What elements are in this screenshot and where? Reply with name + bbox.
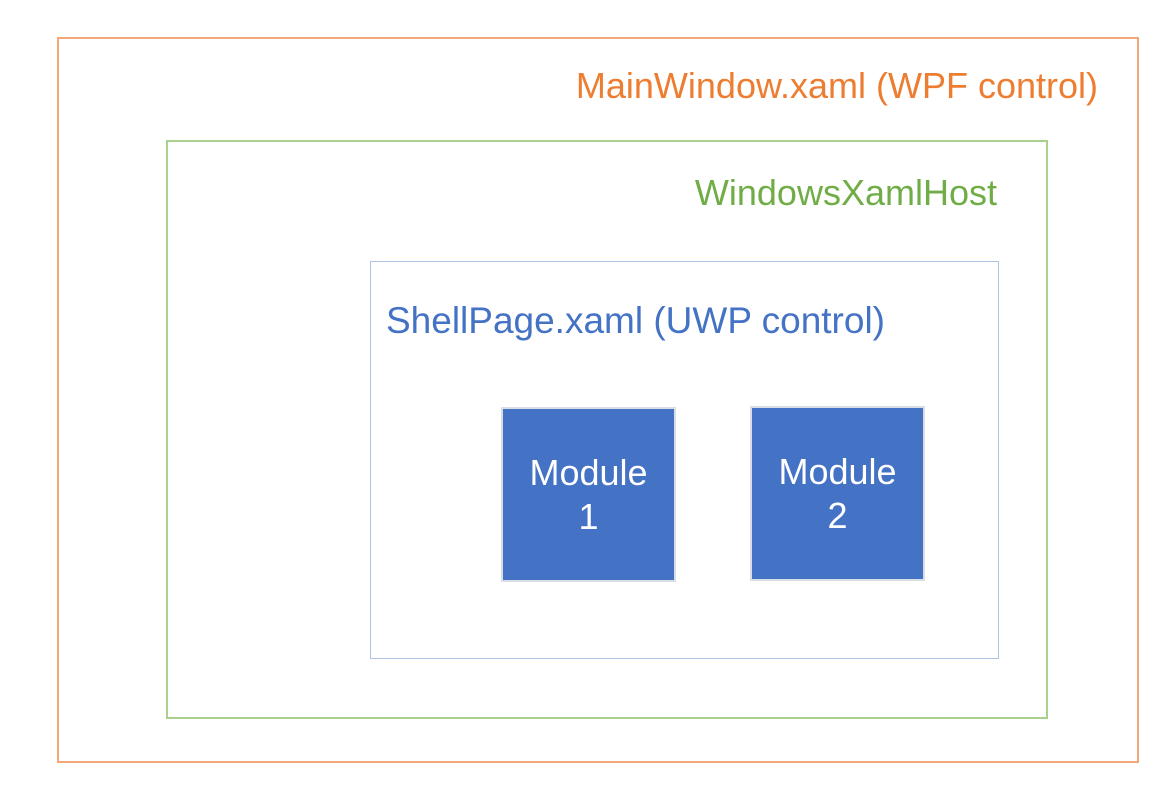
windowsxamlhost-box: WindowsXamlHost ShellPage.xaml (UWP cont…: [166, 140, 1048, 719]
windowsxamlhost-label: WindowsXamlHost: [694, 172, 997, 213]
mainwindow-box: MainWindow.xaml (WPF control) WindowsXam…: [57, 37, 1139, 763]
module-1-name: Module: [529, 451, 648, 493]
shellpage-box: ShellPage.xaml (UWP control) Module 1 Mo…: [370, 261, 999, 659]
module-1-box: Module 1: [501, 407, 676, 582]
module-2-number: 2: [827, 494, 848, 536]
mainwindow-label: MainWindow.xaml (WPF control): [575, 65, 1098, 106]
module-1-number: 1: [578, 495, 599, 537]
shellpage-label: ShellPage.xaml (UWP control): [386, 300, 885, 341]
module-1-label: Module 1: [529, 451, 647, 539]
module-2-box: Module 2: [750, 406, 925, 581]
module-2-label: Module 2: [778, 450, 896, 538]
module-2-name: Module: [778, 450, 897, 492]
